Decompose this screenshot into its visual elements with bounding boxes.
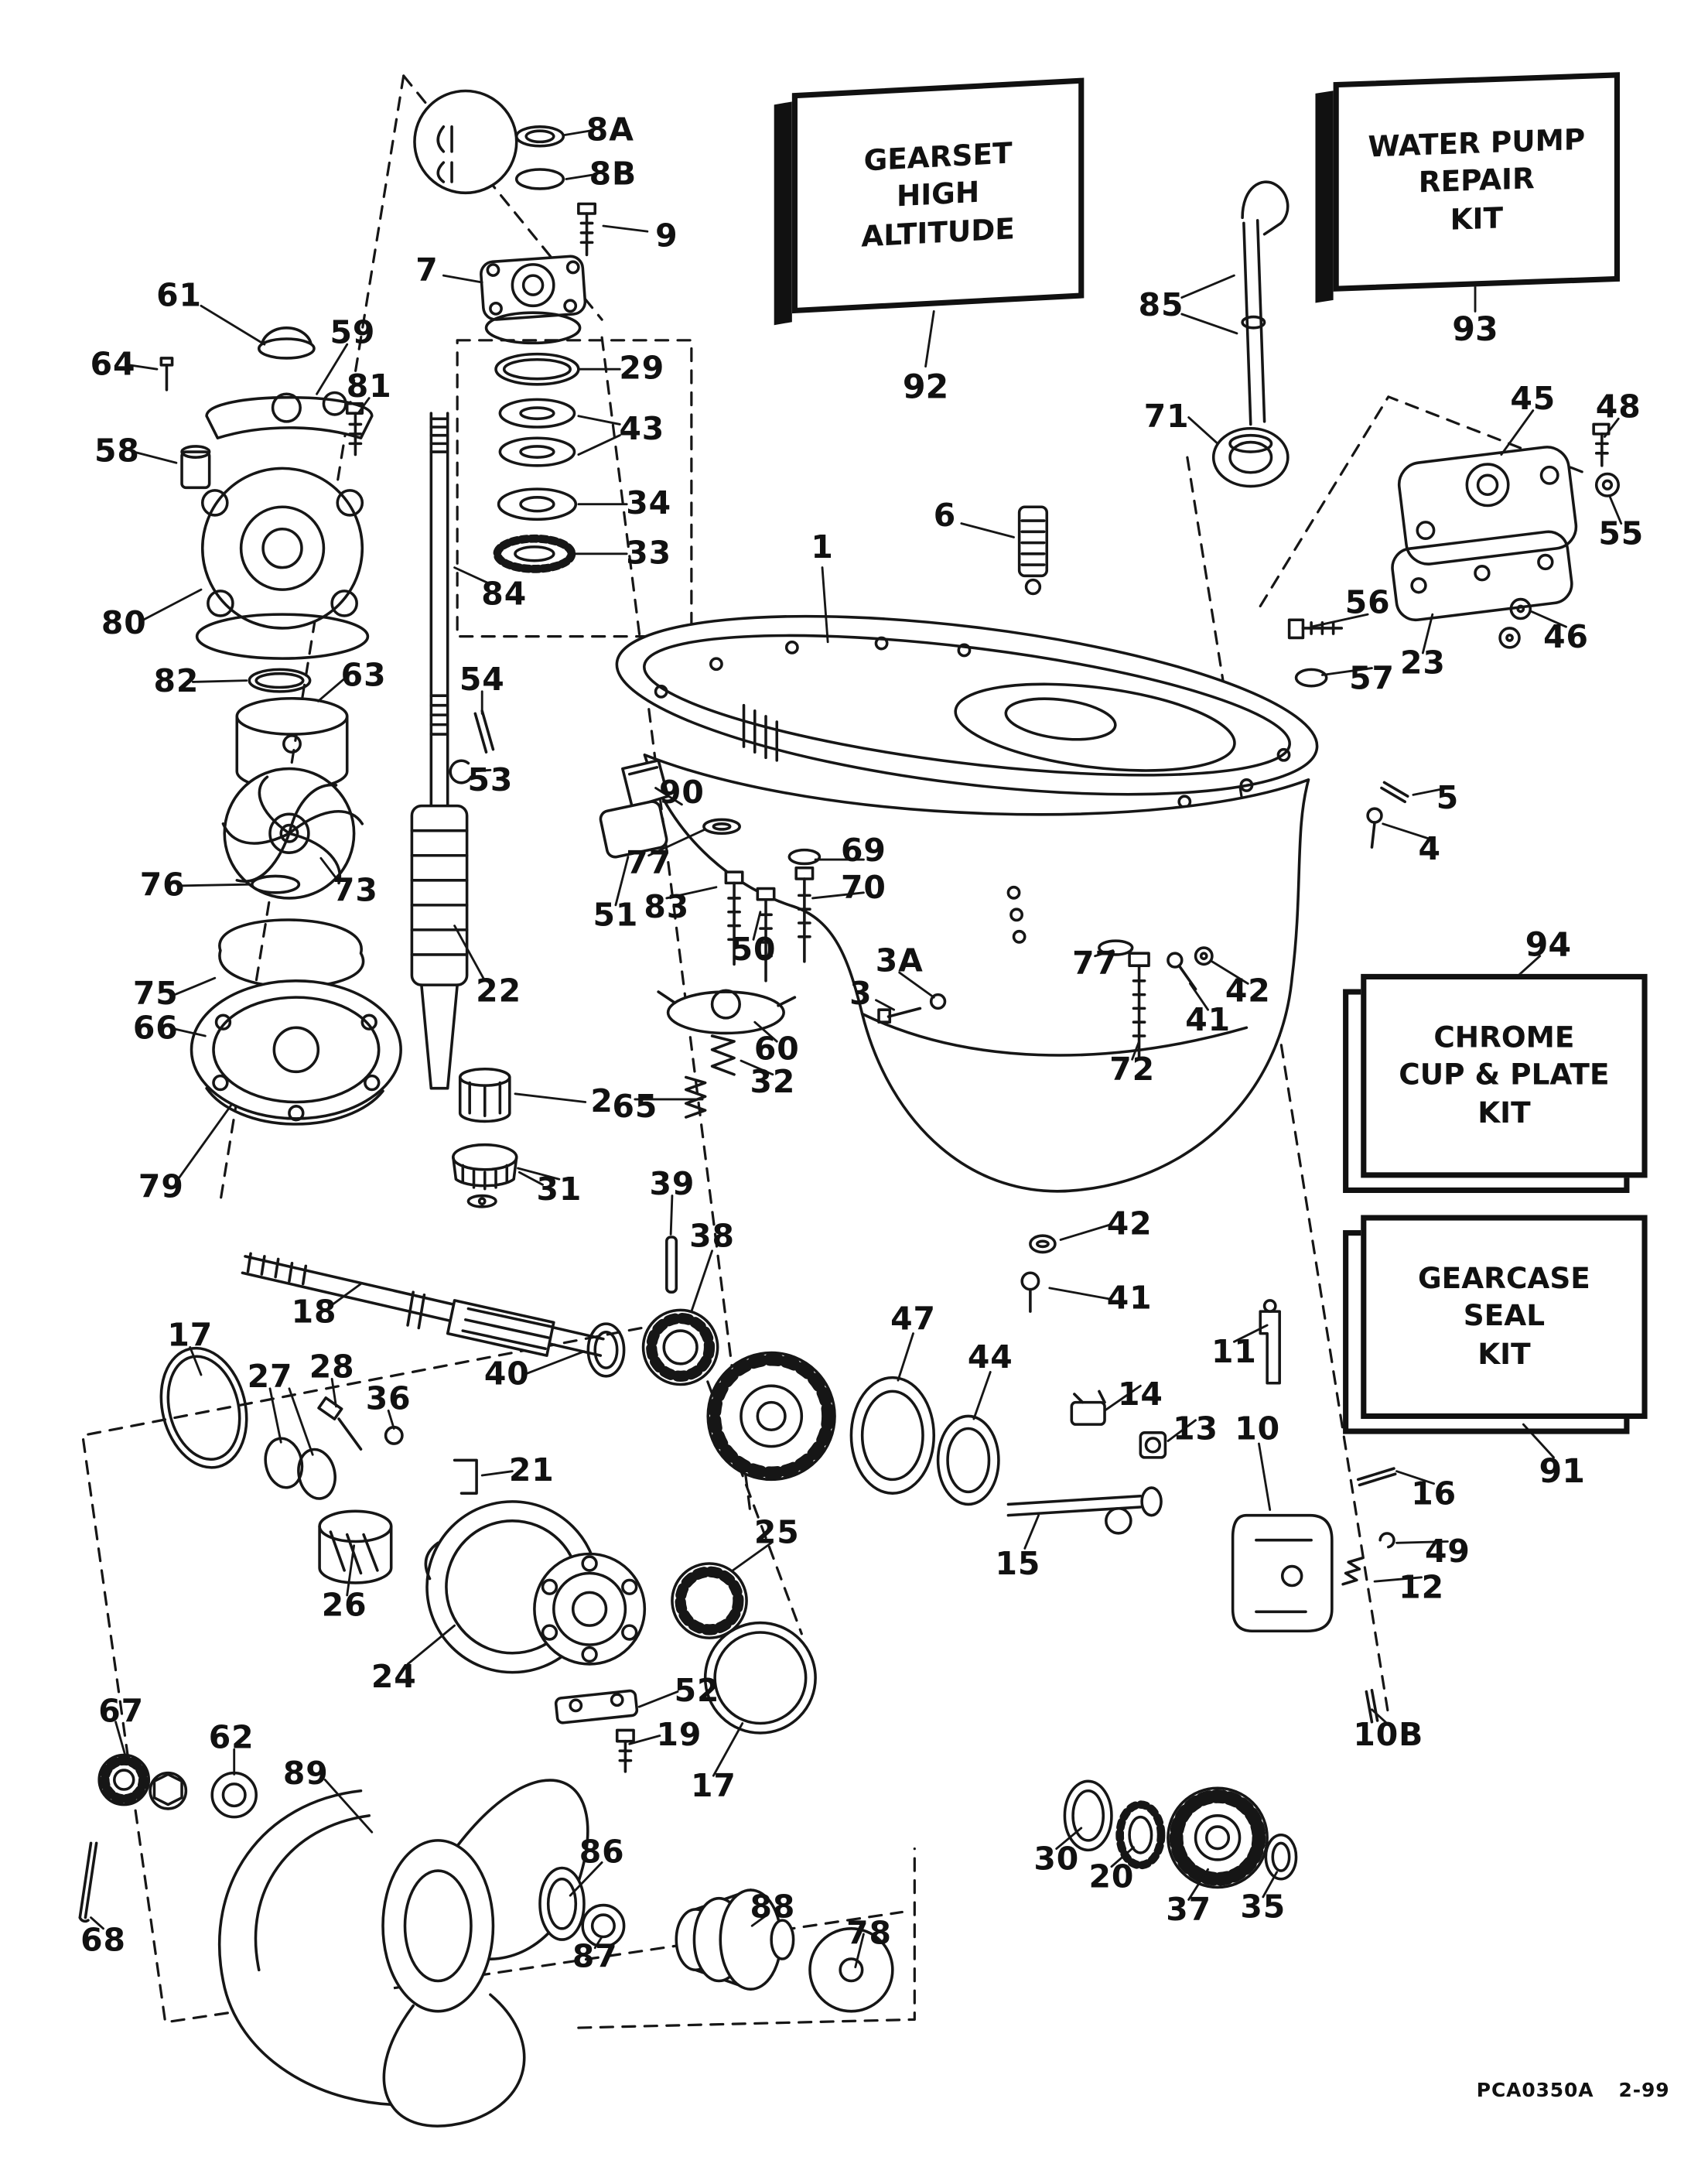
impeller [221,767,364,900]
kit-label: GEARCASE SEAL KIT [1417,1262,1590,1371]
drawing-date: 2-99 [1618,2080,1670,2103]
kit-box-face: WATER PUMP REPAIR KIT [1333,72,1620,292]
kit-box-gearset-high-altitude: GEARSET HIGH ALTITUDE [791,77,1085,314]
water-tube-and-pump-plate [1211,180,1620,849]
water-pump-assembly [159,326,402,1126]
kit-box-gearcase-seal-kit: GEARCASE SEAL KIT [1343,1215,1648,1434]
drawing-number: PCA0350A [1476,2080,1594,2103]
leader-lines [90,129,1623,1969]
reverse-gear-bearing-set [1063,1779,1298,1889]
propeller-assembly [78,1753,894,2128]
kit-box-water-pump-repair-kit: WATER PUMP REPAIR KIT [1333,72,1620,292]
kit-number-92: 92 [902,367,949,407]
kit-box-face: GEARSET HIGH ALTITUDE [791,77,1085,314]
propshaft-gear-cluster [159,1236,1000,1773]
kit-box-face: CHROME CUP & PLATE KIT [1361,973,1648,1178]
kit-label: CHROME CUP & PLATE KIT [1399,1020,1610,1130]
kit-number-93: 93 [1452,309,1498,349]
kit-number-91: 91 [1539,1451,1585,1491]
upper-seal-stack [413,89,596,573]
cam-follower-parts [1006,1299,1397,1724]
footer-code: PCA0350A 2-99 [1477,2080,1670,2102]
kit-box-face: GEARCASE SEAL KIT [1361,1215,1648,1420]
kit-number-94: 94 [1525,925,1572,965]
driveshaft [410,412,518,1208]
kit-label: GEARSET HIGH ALTITUDE [861,136,1015,253]
kit-label: WATER PUMP REPAIR KIT [1368,122,1586,237]
kit-box-chrome-cup-plate-kit: CHROME CUP & PLATE KIT [1343,973,1648,1193]
